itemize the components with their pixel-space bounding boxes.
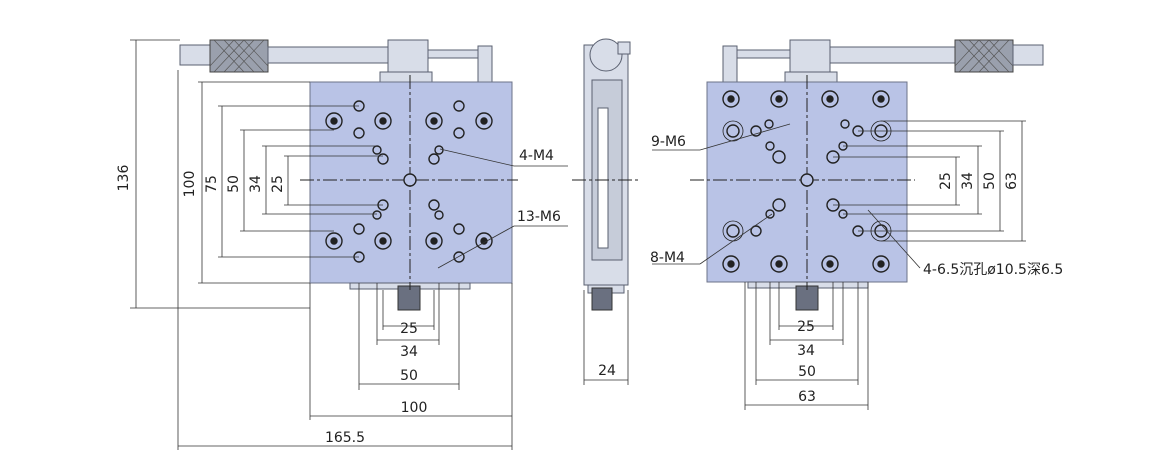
dim-right-63v: 63 <box>1004 172 1020 190</box>
callout-counterbore: 4-6.5沉孔ø10.5深6.5 <box>923 262 1063 278</box>
right-view: 9-M6 8-M4 4-6.5沉孔ø10.5深6.5 25 34 50 63 2… <box>650 39 1063 410</box>
dim-left-50v: 50 <box>226 175 242 193</box>
dim-left-50h: 50 <box>400 368 418 384</box>
dim-right-34v: 34 <box>960 172 976 190</box>
dim-left-100v: 100 <box>182 171 198 198</box>
callout-4-m4: 4-M4 <box>519 148 554 164</box>
dim-right-25v: 25 <box>938 172 954 190</box>
dim-left-75: 75 <box>204 175 220 193</box>
dim-right-63h: 63 <box>798 389 816 405</box>
lock-knob-left <box>397 285 421 311</box>
dim-right-34h: 34 <box>797 343 815 359</box>
dim-left-136: 136 <box>116 165 132 192</box>
callout-8-m4: 8-M4 <box>650 250 685 266</box>
dim-left-100h: 100 <box>401 400 428 416</box>
dim-right-50v: 50 <box>982 172 998 190</box>
left-view: 136 100 75 50 34 25 25 34 50 100 165.5 4… <box>116 39 568 450</box>
dim-left-34h: 34 <box>400 344 418 360</box>
dim-left-25h: 25 <box>400 321 418 337</box>
lock-knob-side <box>591 287 613 311</box>
holes-left <box>325 100 493 263</box>
dim-left-165-5: 165.5 <box>325 430 365 446</box>
holes-right <box>722 90 892 273</box>
dim-side-24: 24 <box>598 363 616 379</box>
micrometer-right <box>722 39 1044 83</box>
side-view: 24 <box>572 38 640 385</box>
dim-left-34v: 34 <box>248 175 264 193</box>
micrometer-left <box>179 39 493 83</box>
dim-right-50h: 50 <box>798 364 816 380</box>
dim-left-25v: 25 <box>270 175 286 193</box>
callout-13-m6: 13-M6 <box>517 209 561 225</box>
callout-9-m6: 9-M6 <box>651 134 686 150</box>
dim-right-25h: 25 <box>797 319 815 335</box>
